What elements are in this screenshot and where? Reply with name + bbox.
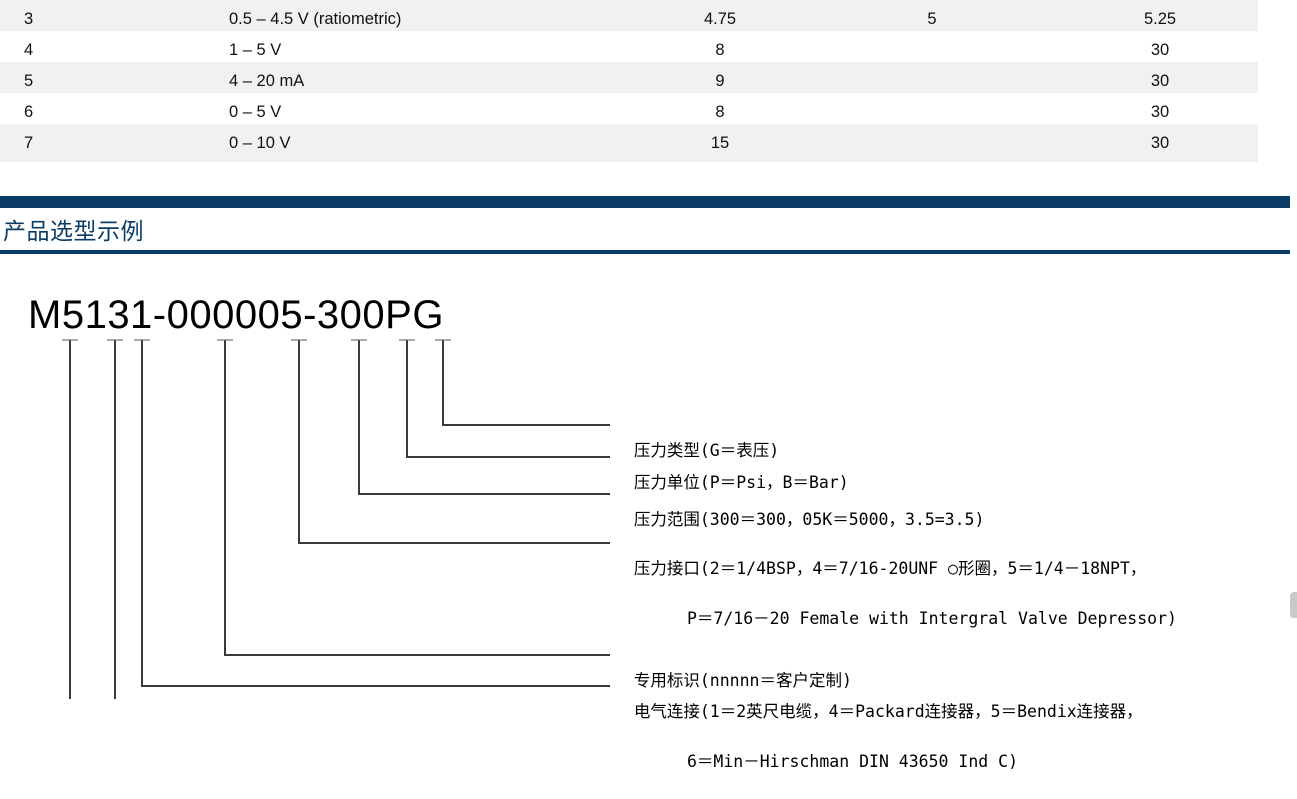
- table-cell-nom: [872, 124, 992, 162]
- callout-electrical-connection-line2: 6＝Min－Hirschman DIN 43650 Ind C): [687, 752, 1019, 771]
- leader-line-pressure-type: [442, 340, 610, 426]
- callout-pressure-range: 压力范围(300＝300，05K＝5000，3.5=3.5): [614, 482, 985, 532]
- table-cell-max: 30: [1150, 103, 1170, 121]
- leader-line-special-marking: [224, 340, 610, 656]
- callout-electrical-connection: 电气连接(1＝2英尺电缆，4＝Packard连接器，5＝Bendix连接器， 6…: [614, 674, 1143, 799]
- table-cell-max: 30: [1150, 134, 1170, 152]
- table-cell-max: 30: [1150, 41, 1170, 59]
- table-cell-min: 15: [710, 134, 730, 152]
- page-title: 产品选型示例: [3, 218, 144, 244]
- callout-pressure-range-line1: 压力范围(300＝300，05K＝5000，3.5=3.5): [633, 510, 985, 529]
- callout-pressure-port-line1: 压力接口(2＝1/4BSP，4＝7/16-20UNF ○形圈，5＝1/4－18N…: [633, 559, 1147, 578]
- callout-special-marking: 专用标识(nnnnn＝客户定制): [614, 643, 852, 693]
- leader-line-pressure-unit: [406, 340, 610, 458]
- table-cell-min: 4.75: [703, 10, 737, 28]
- callout-pressure-port: 压力接口(2＝1/4BSP，4＝7/16-20UNF ○形圈，5＝1/4－18N…: [614, 531, 1177, 656]
- table-cell-min: 9: [715, 72, 725, 90]
- table-cell-output: 1 – 5 V: [229, 41, 282, 59]
- table-cell-output: 0 – 10 V: [229, 134, 291, 152]
- part-number-example: M5131-000005-300PG: [28, 293, 444, 337]
- table-cell-output: 0 – 5 V: [229, 103, 282, 121]
- callout-pressure-unit-line1: 压力单位(P＝Psi，B＝Bar): [633, 473, 849, 492]
- page-edge-fragment: [1290, 592, 1297, 618]
- table-cell-min: 8: [715, 41, 725, 59]
- callout-pressure-port-line2: P＝7/16－20 Female with Intergral Valve De…: [687, 609, 1177, 628]
- table-cell-output: 0.5 – 4.5 V (ratiometric): [229, 10, 402, 28]
- table-cell-no: 5: [24, 72, 34, 90]
- callout-pressure-type-line1: 压力类型(G＝表压): [633, 441, 780, 460]
- leader-line-pressure-range: [358, 340, 610, 495]
- section-rule-top: [0, 196, 1290, 208]
- callout-electrical-connection-line1: 电气连接(1＝2英尺电缆，4＝Packard连接器，5＝Bendix连接器，: [633, 702, 1143, 721]
- table-cell-no: 7: [24, 134, 34, 152]
- table-cell-no: 3: [24, 10, 34, 28]
- table-cell-max: 5.25: [1143, 10, 1177, 28]
- leader-line-pressure-port: [298, 340, 610, 544]
- table-cell-no: 4: [24, 41, 34, 59]
- callout-special-marking-line1: 专用标识(nnnnn＝客户定制): [633, 671, 852, 690]
- table-cell-min: 8: [715, 103, 725, 121]
- leader-line-electrical-connection: [141, 340, 610, 687]
- callout-pressure-unit: 压力单位(P＝Psi，B＝Bar): [614, 445, 849, 495]
- table-cell-output: 4 – 20 mA: [229, 72, 305, 90]
- table-cell-max: 30: [1150, 72, 1170, 90]
- table-cell-nom: 5: [927, 10, 937, 28]
- callout-pressure-type: 压力类型(G＝表压): [614, 413, 779, 463]
- table-row: 7 0 – 10 V 15 30: [0, 124, 1258, 162]
- table-cell-no: 6: [24, 103, 34, 121]
- section-rule-bottom: [0, 250, 1290, 254]
